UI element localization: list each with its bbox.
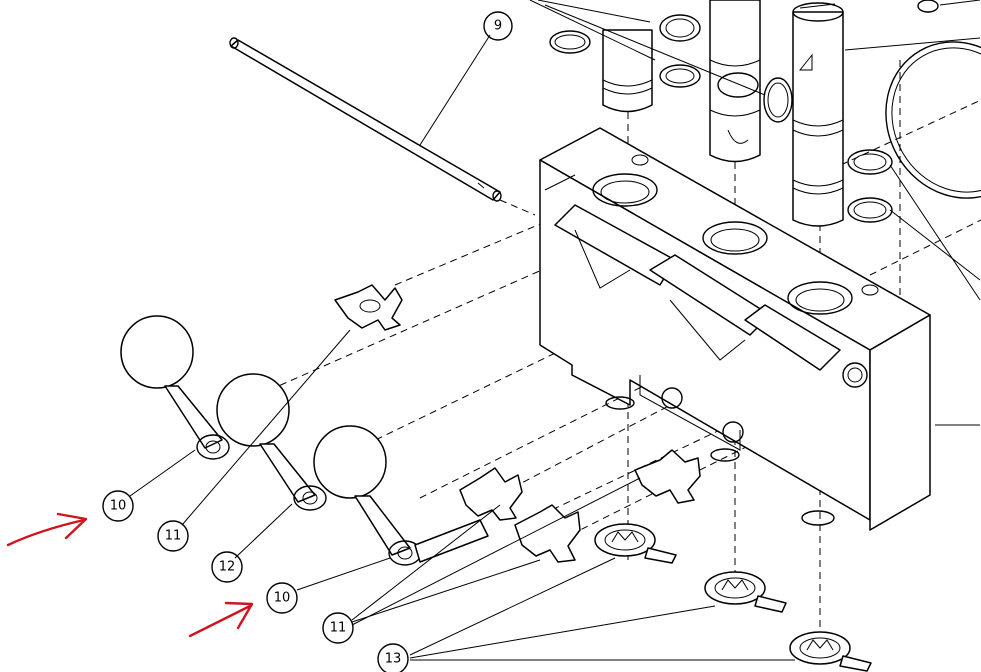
callout-10-lower: 10 bbox=[266, 582, 298, 614]
star-hub-b bbox=[514, 504, 581, 563]
red-arrow-annotation-lower bbox=[188, 601, 254, 638]
cartridge-middle bbox=[709, 0, 761, 163]
lever-knob-middle bbox=[216, 373, 327, 511]
retaining-clip-3 bbox=[789, 631, 872, 672]
large-o-ring bbox=[885, 41, 981, 199]
callout-13-label: 13 bbox=[385, 652, 402, 667]
star-hub-c bbox=[634, 449, 701, 504]
callout-9-label: 9 bbox=[494, 19, 502, 34]
callout-9: 9 bbox=[483, 11, 513, 41]
lever-knob-lower bbox=[313, 425, 489, 566]
pivot-shaft bbox=[229, 37, 502, 202]
small-o-rings bbox=[549, 0, 939, 223]
leader-lines bbox=[129, 0, 981, 661]
callout-13: 13 bbox=[377, 643, 409, 672]
retaining-clip-1 bbox=[594, 523, 677, 564]
star-hub-upper bbox=[334, 284, 403, 331]
red-arrow-annotation-upper bbox=[6, 512, 88, 547]
callout-11-upper-label: 11 bbox=[165, 529, 182, 544]
callout-12-label: 12 bbox=[219, 560, 236, 575]
retaining-clip-2 bbox=[704, 571, 787, 613]
cartridge-right bbox=[792, 2, 844, 227]
manifold-block bbox=[539, 127, 931, 531]
star-hub-a bbox=[459, 467, 523, 521]
callout-12: 12 bbox=[211, 551, 243, 583]
lever-knob-upper bbox=[120, 315, 230, 460]
callout-10-upper-label: 10 bbox=[110, 499, 127, 514]
callout-11-lower: 11 bbox=[322, 612, 354, 644]
callout-10-upper: 10 bbox=[102, 490, 134, 522]
cartridge-left bbox=[602, 29, 653, 113]
callout-11-upper: 11 bbox=[157, 520, 189, 552]
callout-11-lower-label: 11 bbox=[330, 621, 347, 636]
callout-10-lower-label: 10 bbox=[274, 591, 291, 606]
